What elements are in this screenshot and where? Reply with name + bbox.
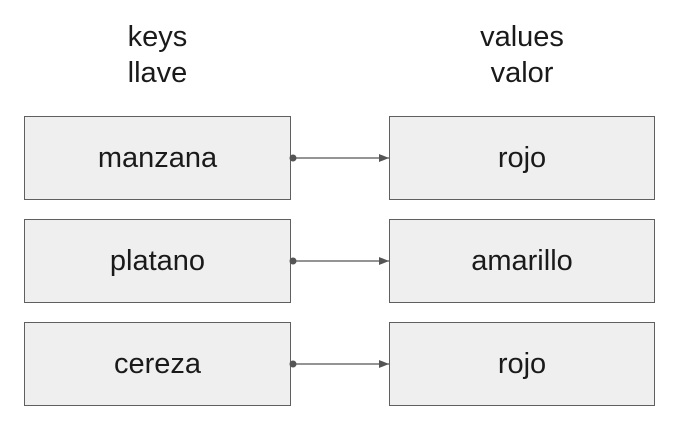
value-label: rojo: [497, 141, 547, 174]
arrow-row-0: [289, 154, 389, 162]
value-box-rojo: rojo: [389, 116, 655, 200]
value-box-amarillo: amarillo: [389, 219, 655, 303]
keys-column-header: keys llave: [24, 19, 291, 91]
value-box-rojo-2: rojo: [389, 322, 655, 406]
value-label: rojo: [497, 347, 547, 380]
key-label: manzana: [97, 141, 218, 174]
keys-header-label: keys: [127, 21, 188, 53]
values-column-header: values valor: [389, 19, 655, 91]
key-box-manzana: manzana: [24, 116, 291, 200]
values-header-label: values: [480, 21, 564, 53]
values-header-label-spanish: valor: [490, 57, 554, 89]
key-label: cereza: [113, 347, 202, 380]
value-label: amarillo: [471, 244, 573, 277]
keys-header-label-spanish: llave: [127, 57, 188, 89]
arrow-row-1: [289, 257, 389, 265]
key-box-platano: platano: [24, 219, 291, 303]
key-box-cereza: cereza: [24, 322, 291, 406]
arrow-row-2: [289, 360, 389, 368]
key-label: platano: [109, 244, 206, 277]
